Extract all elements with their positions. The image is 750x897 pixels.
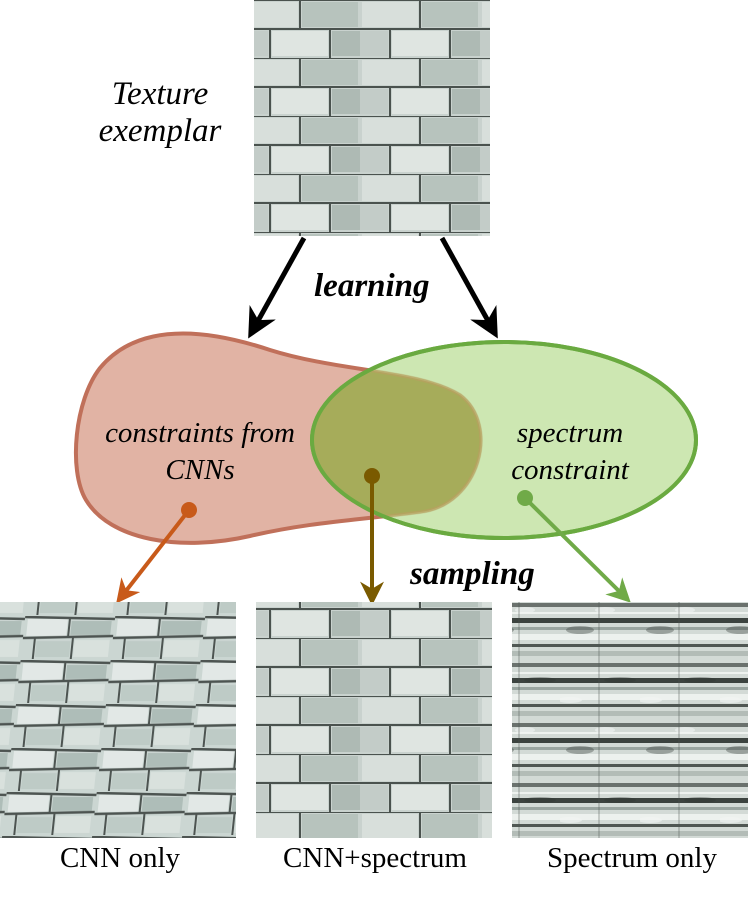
spectrum-constraint-label-line2: constraint: [511, 454, 629, 486]
spectrum-constraint-label: spectrum constraint: [480, 415, 660, 489]
cnn-constraint-label-line1: constraints from: [105, 417, 295, 449]
spectrum-only-image: [512, 602, 748, 838]
overlap-region: [312, 342, 481, 538]
cnn-sampling-arrow: [116, 508, 191, 604]
cnn-only-caption: CNN only: [59, 842, 181, 874]
spectrum-only-caption: Spectrum only: [547, 842, 717, 874]
texture-exemplar-image: [254, 0, 490, 236]
cnn-constraint-label-line2: CNNs: [165, 454, 235, 486]
texture-exemplar-label-line2: exemplar: [98, 113, 222, 149]
cnn-constraint-label: constraints from CNNs: [80, 415, 320, 489]
spectrum-sampling-arrow: [523, 496, 631, 603]
learning-arrow-left: [248, 236, 307, 339]
cnn-spectrum-caption: CNN+spectrum: [283, 842, 467, 874]
texture-exemplar-label: Texture exemplar: [80, 76, 240, 150]
learning-label: learning: [314, 268, 430, 304]
spectrum-constraint-label-line1: spectrum: [516, 417, 624, 449]
sampling-label: sampling: [410, 556, 535, 592]
texture-exemplar-label-line1: Texture: [111, 76, 209, 112]
cnn-spectrum-image: [256, 602, 492, 838]
learning-arrow-right: [439, 236, 498, 339]
cnn-only-image: [0, 602, 236, 838]
